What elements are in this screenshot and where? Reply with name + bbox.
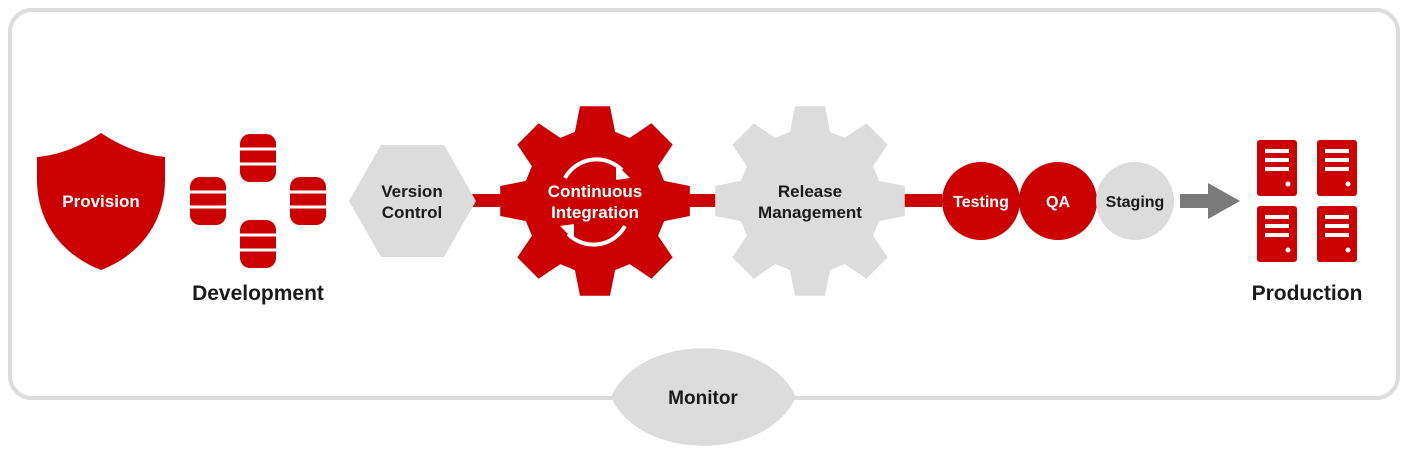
version-control-line2: Control — [382, 203, 442, 222]
continuous-integration-line1: Continuous — [548, 182, 642, 201]
server-icon — [1257, 140, 1297, 196]
continuous-integration-node: Continuous Integration — [500, 106, 690, 296]
hexagon-shape — [349, 145, 476, 257]
development-label: Development — [192, 282, 324, 305]
server-icon — [1317, 206, 1357, 262]
database-icon — [190, 177, 226, 225]
monitor-label: Monitor — [668, 388, 738, 409]
sync-arrowhead-bottom-icon — [560, 224, 574, 240]
release-management-line1: Release — [778, 182, 842, 201]
gear-icon — [500, 106, 690, 296]
database-icon — [240, 220, 276, 268]
testing-label: Testing — [953, 194, 1009, 211]
database-icon — [240, 134, 276, 182]
testing-stage: Testing — [942, 162, 1020, 240]
server-icon — [1257, 206, 1297, 262]
production-label: Production — [1252, 282, 1363, 305]
release-management-node: Release Management — [715, 106, 905, 296]
sync-arrow-bottom-icon — [566, 224, 627, 247]
version-control-line1: Version — [381, 182, 442, 201]
sync-arrowhead-top-icon — [616, 164, 630, 180]
staging-label: Staging — [1106, 194, 1165, 211]
testing-circle — [942, 162, 1020, 240]
release-management-line2: Management — [758, 203, 862, 222]
monitor-node: Monitor — [611, 348, 796, 446]
qa-circle — [1019, 162, 1097, 240]
qa-stage: QA — [1019, 162, 1097, 240]
provision-shield: Provision — [37, 133, 165, 270]
database-icon — [290, 177, 326, 225]
server-icon — [1317, 140, 1357, 196]
provision-label: Provision — [62, 192, 139, 211]
continuous-integration-line2: Integration — [551, 203, 639, 222]
staging-stage: Staging — [1096, 162, 1174, 240]
production-servers: Production — [1252, 140, 1363, 305]
gear-icon — [715, 106, 905, 296]
arrow-right-icon — [1180, 183, 1240, 219]
shield-icon — [37, 133, 165, 270]
version-control-node: Version Control — [349, 145, 476, 257]
qa-label: QA — [1046, 194, 1070, 211]
sync-arrow-top-icon — [563, 157, 624, 180]
eye-shape — [611, 348, 796, 446]
development-databases: Development — [190, 134, 326, 305]
staging-circle — [1096, 162, 1174, 240]
